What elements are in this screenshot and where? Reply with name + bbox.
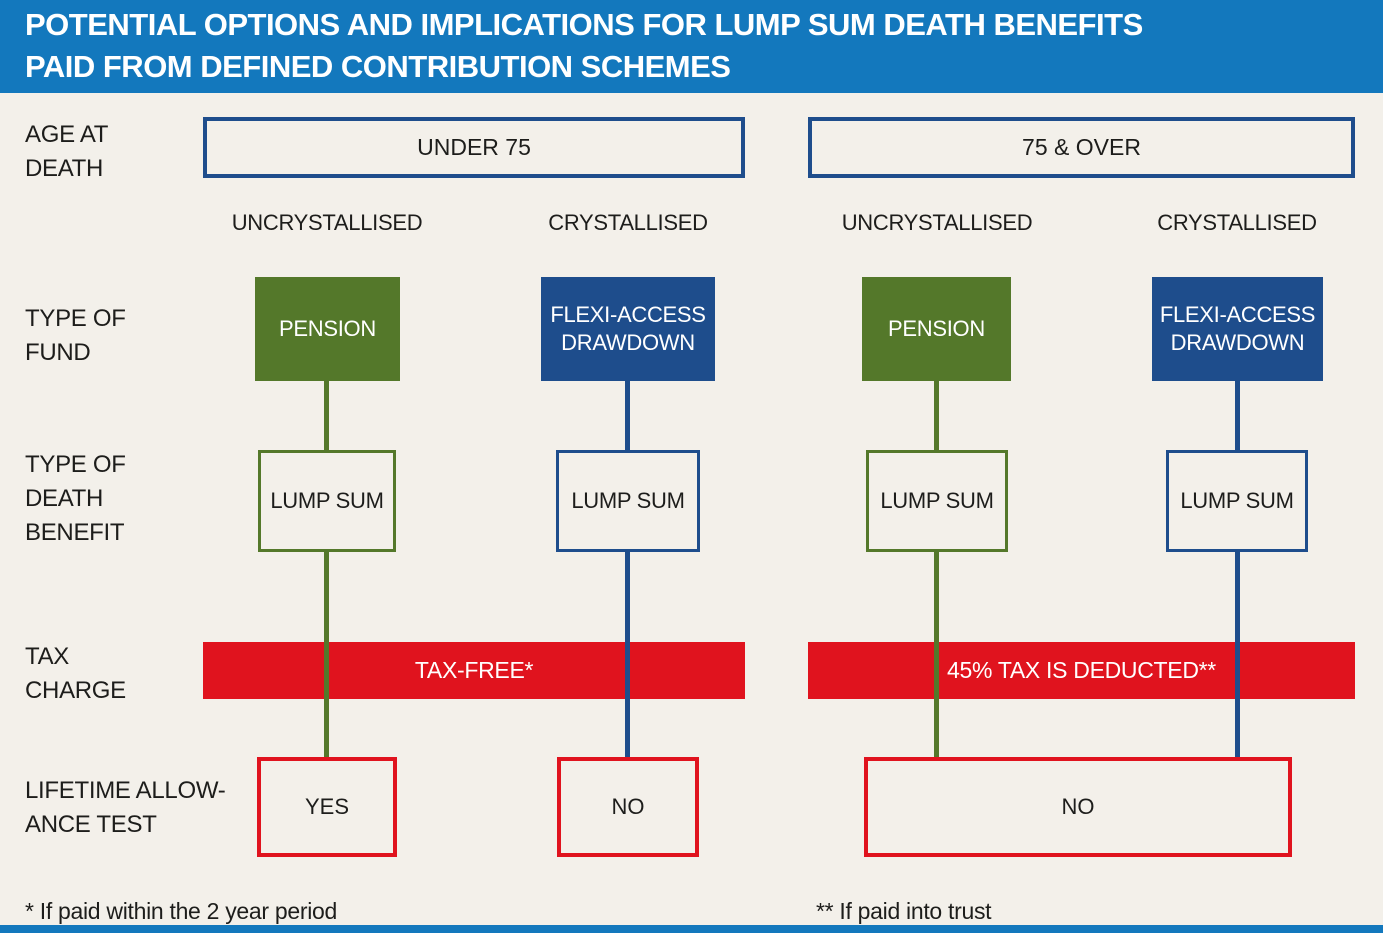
benefit-box-lump-sum-75over-crystallised: LUMP SUM [1166, 450, 1308, 552]
status-label-uncrystallised-75over: UNCRYSTALLISED [841, 210, 1033, 235]
status-label-crystallised-75over: CRYSTALLISED [1157, 210, 1317, 235]
fund-box-pension-75over: PENSION [862, 277, 1011, 381]
status-label-crystallised-under75: CRYSTALLISED [548, 210, 708, 235]
connector-line-75over-uncrystallised [934, 381, 939, 757]
age-box-75-and-over-label: 75 & OVER [1022, 134, 1141, 160]
benefit-box-lump-sum-75over-uncrystallised: LUMP SUM [866, 450, 1008, 552]
row-label-type-of-fund: TYPE OF FUND [25, 305, 126, 366]
lifetime-box-no-under75-crystallised: NO [557, 757, 699, 857]
fund-box-pension-under75: PENSION [255, 277, 400, 381]
row-label-tax-charge: TAX CHARGE [25, 643, 126, 704]
header-bar: POTENTIAL OPTIONS AND IMPLICATIONS FOR L… [0, 0, 1383, 93]
benefit-box-lump-sum-under75-crystallised: LUMP SUM [556, 450, 700, 552]
tax-bar-45-percent-deducted: 45% TAX IS DEDUCTED** [808, 642, 1355, 699]
age-box-75-and-over: 75 & OVER [808, 117, 1355, 178]
lifetime-box-no-75over-shared: NO [864, 757, 1292, 857]
connector-line-75over-crystallised [1235, 381, 1240, 757]
benefit-box-lump-sum-under75-uncrystallised: LUMP SUM [258, 450, 396, 552]
connector-line-under75-uncrystallised [324, 381, 329, 757]
fund-box-flexi-access-75over: FLEXI-ACCESS DRAWDOWN [1152, 277, 1323, 381]
age-box-under-75-label: UNDER 75 [417, 134, 531, 160]
row-label-lifetime-allowance-test: LIFETIME ALLOW- ANCE TEST [25, 777, 226, 838]
fund-box-flexi-access-under75: FLEXI-ACCESS DRAWDOWN [541, 277, 715, 381]
status-label-uncrystallised-under75: UNCRYSTALLISED [231, 210, 423, 235]
footnote-right: ** If paid into trust [816, 898, 992, 924]
connector-line-under75-crystallised [625, 381, 630, 757]
lifetime-box-yes-under75-uncrystallised: YES [257, 757, 397, 857]
bottom-accent-bar [0, 925, 1383, 933]
row-label-type-of-death-benefit: TYPE OF DEATH BENEFIT [25, 451, 126, 546]
tax-bar-tax-free: TAX-FREE* [203, 642, 745, 699]
row-label-age-at-death: AGE AT DEATH [25, 121, 109, 182]
page-title-line-1: POTENTIAL OPTIONS AND IMPLICATIONS FOR L… [25, 7, 1143, 42]
page-title-line-2: PAID FROM DEFINED CONTRIBUTION SCHEMES [25, 49, 731, 84]
age-box-under-75: UNDER 75 [203, 117, 745, 178]
footnote-left: * If paid within the 2 year period [25, 898, 337, 924]
